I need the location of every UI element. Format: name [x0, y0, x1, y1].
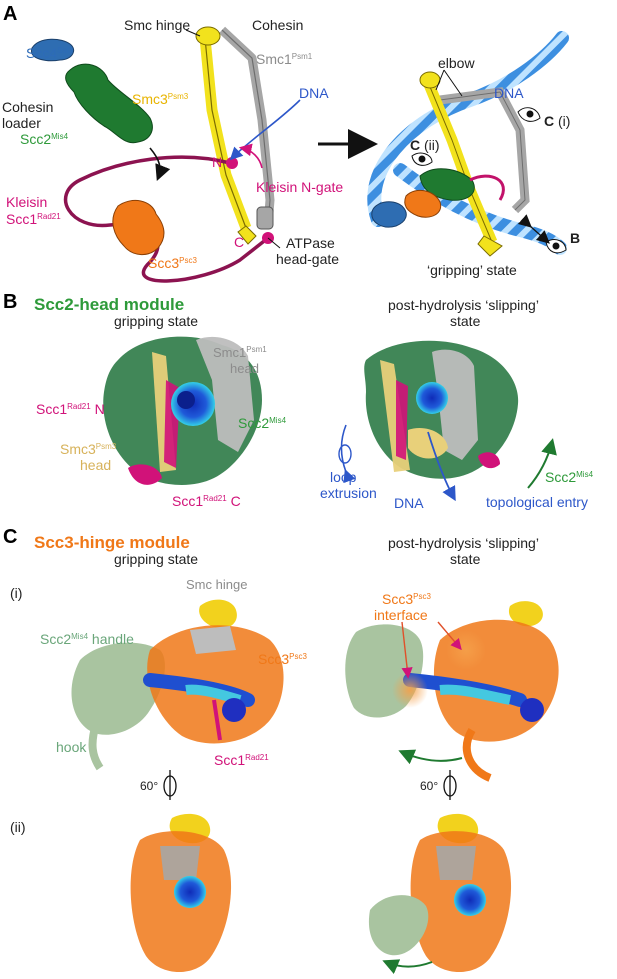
scc3-blob: [112, 199, 165, 255]
scc3-hinge-ii-slipping-structure: [368, 813, 512, 973]
gripping-state-label: ‘gripping’ state: [427, 262, 517, 278]
smc1-head-label-2: head: [230, 361, 259, 376]
rotate-icon-right: [443, 770, 457, 800]
scc3-hinge-slipping-structure: [345, 601, 559, 782]
scc3-hinge-ii-gripping-structure: [130, 813, 232, 973]
scc3-hinge-gripping-structure: [71, 599, 284, 771]
row-i-label: (i): [10, 585, 23, 601]
smc1-label: Smc1Psm1: [256, 51, 313, 67]
eye-icon-c-i: [517, 107, 541, 122]
topological-entry-label: topological entry: [486, 494, 588, 510]
rotate-icon-loop: [338, 444, 352, 464]
kleisin-label: Kleisin: [6, 194, 48, 210]
dna-label-right: DNA: [494, 85, 524, 101]
smc1-head-label: Smc1Psm1: [213, 345, 267, 360]
view-c-i-label: C (i): [544, 113, 571, 129]
atpase-label-2: head-gate: [276, 251, 340, 267]
scc3-hinge-module-title: Scc3-hinge module: [34, 533, 190, 552]
hook-label: hook: [56, 739, 87, 755]
smc3-coil-left: [199, 37, 252, 230]
view-b-label: B: [570, 230, 581, 246]
smc-hinge-label: Smc hinge: [124, 17, 191, 33]
kleisin-loop-left: [63, 155, 270, 283]
eye-icon-c-ii: [411, 152, 433, 166]
rotate-icon-left: [163, 770, 177, 800]
panel-label-a: A: [3, 3, 18, 25]
scc1-n-label: Scc1Rad21 N: [36, 401, 105, 417]
interface-label: interface: [374, 607, 428, 623]
eye-icon-b: [545, 239, 567, 254]
scc3-label-c: Scc3Psc3: [258, 651, 307, 667]
smc3-head-label-2: head: [80, 457, 112, 473]
dna-label-left: DNA: [299, 85, 329, 101]
rotation-label-left: 60°: [140, 779, 159, 793]
scc3-interface-label: Scc3Psc3: [382, 591, 431, 607]
panel-label-b: B: [3, 291, 18, 313]
row-ii-label: (ii): [10, 819, 26, 835]
c-right-state-label-1: post-hydrolysis ‘slipping’: [388, 535, 539, 551]
cohesin-label: Cohesin: [252, 17, 304, 33]
loop-label-2: extrusion: [320, 485, 377, 501]
scc1-c-label: Scc1Rad21 C: [172, 493, 241, 509]
scc1-label-c: Scc1Rad21: [214, 752, 269, 768]
elbow-label: elbow: [438, 55, 475, 71]
scc2-label: Scc2Mis4: [20, 131, 69, 147]
b-right-state-label-2: state: [450, 313, 481, 329]
c-terminus-label: C: [234, 234, 245, 250]
smc3-label: Smc3Psm3: [132, 91, 189, 107]
scc3-label: Scc3Psc3: [148, 255, 197, 271]
smc3-head-label: Smc3Psm3: [60, 441, 117, 457]
kleisin-ngate-label: Kleisin N-gate: [256, 179, 344, 195]
scc4-label: Scc4Ssl3: [26, 45, 73, 61]
smc-hinge-label-c: Smc hinge: [186, 577, 248, 592]
c-right-state-label-2: state: [450, 551, 481, 567]
view-c-ii-label: C (ii): [410, 137, 440, 153]
scc2-label-b: Scc2Mis4: [238, 415, 287, 431]
loop-label-1: loop: [330, 469, 357, 485]
scc2-handle-label: Scc2Mis4 handle: [40, 631, 134, 647]
b-left-state-label: gripping state: [114, 313, 199, 329]
scc2-head-module-title: Scc2-head module: [34, 295, 185, 314]
dna-helix-right: [367, 31, 569, 227]
panel-label-c: C: [3, 526, 18, 548]
rotation-label-right: 60°: [420, 779, 439, 793]
atpase-label-1: ATPase: [286, 235, 335, 251]
scc2-label-b-right: Scc2Mis4: [545, 469, 594, 485]
scc2-head-gripping-structure: [103, 336, 262, 485]
scc2-head-slipping-structure: [364, 340, 519, 479]
scc1-label: Scc1Rad21: [6, 211, 61, 227]
scc2-blob: [65, 63, 153, 144]
b-right-state-label-1: post-hydrolysis ‘slipping’: [388, 297, 539, 313]
c-left-state-label: gripping state: [114, 551, 199, 567]
n-terminus-label: N: [212, 154, 223, 170]
cohesin-loader-label-2: loader: [2, 115, 41, 131]
cohesin-loader-label-1: Cohesin: [2, 99, 54, 115]
scc4-blob: [31, 38, 75, 62]
dna-label-b: DNA: [394, 495, 424, 511]
